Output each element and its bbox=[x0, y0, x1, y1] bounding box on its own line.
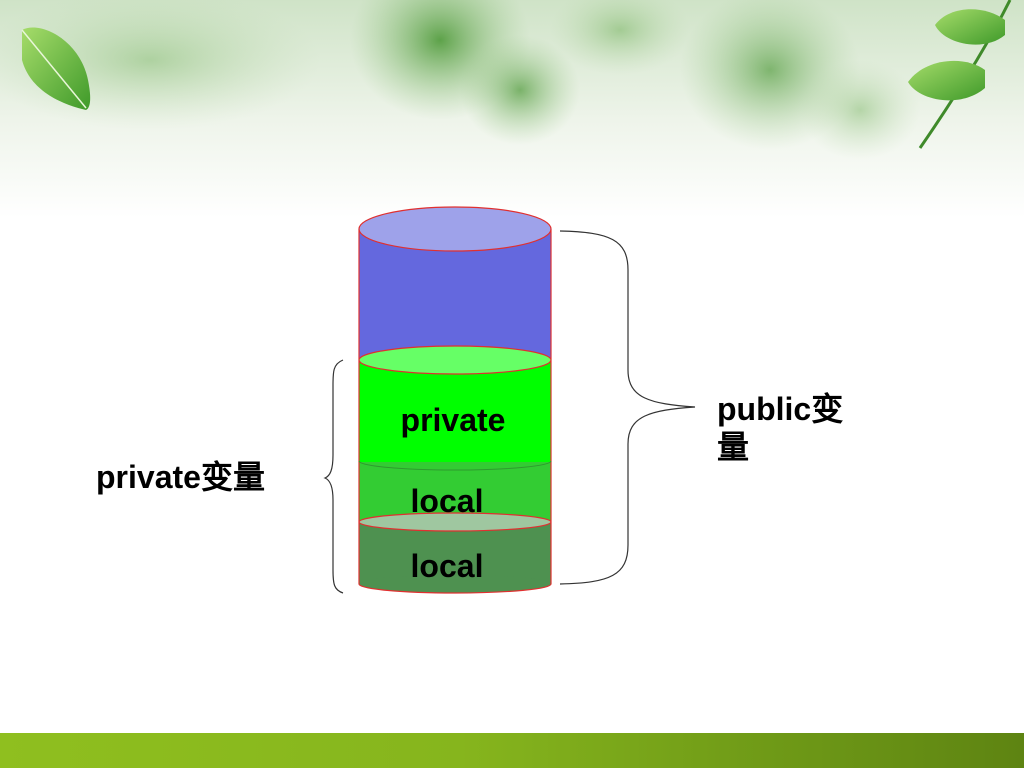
bottom-bar bbox=[0, 733, 1024, 768]
leaf-icon-left bbox=[21, 27, 91, 110]
right-brace-label: public变 量 bbox=[717, 390, 843, 466]
right-brace bbox=[559, 230, 696, 585]
segment-local-2-bottom bbox=[359, 575, 551, 593]
segment-private-label: private bbox=[400, 402, 506, 438]
segment-local-1-label: local bbox=[410, 483, 484, 519]
segment-local-2-label: local bbox=[410, 548, 484, 584]
right-brace-label-line-1: public变 bbox=[717, 391, 844, 427]
right-brace-label-line-2: 量 bbox=[717, 429, 750, 465]
segment-private-body bbox=[359, 360, 551, 462]
segment-private-top bbox=[358, 345, 552, 375]
segment-local-2-body bbox=[359, 522, 551, 584]
leaf-banner-image bbox=[0, 0, 1024, 218]
left-brace bbox=[323, 359, 344, 594]
left-brace-label: private变量 bbox=[96, 459, 265, 495]
segment-public-top-cap bbox=[358, 206, 552, 252]
segment-local-2-top bbox=[358, 512, 552, 532]
leaf-icon-right bbox=[908, 0, 1012, 149]
